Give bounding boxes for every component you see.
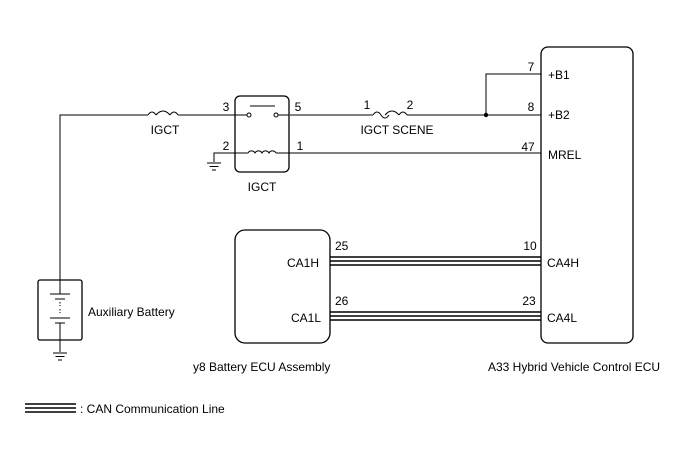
battery-ecu-label: y8 Battery ECU Assembly bbox=[193, 360, 330, 374]
igct-scene-fuse bbox=[290, 110, 408, 119]
ecu-pin-b1-number: 7 bbox=[528, 60, 535, 74]
igct-relay-label: IGCT bbox=[248, 180, 277, 194]
hybrid-vehicle-control-ecu-box bbox=[540, 46, 634, 344]
battery-ecu-pin-ca1h-number: 25 bbox=[335, 239, 349, 253]
ecu-pin-b2-number: 8 bbox=[528, 100, 535, 114]
ecu-label: A33 Hybrid Vehicle Control ECU bbox=[488, 360, 660, 374]
igct-scene-fuse-label: IGCT SCENE bbox=[360, 123, 433, 137]
ecu-pin-ca4l-name: CA4L bbox=[547, 311, 577, 325]
b1-b2-feed-wire bbox=[407, 73, 541, 118]
battery-ecu-pin-ca1l-number: 26 bbox=[335, 294, 349, 308]
igct-relay-box bbox=[234, 95, 290, 173]
auxiliary-battery-label: Auxiliary Battery bbox=[88, 305, 175, 319]
ecu-pin-ca4l-number: 23 bbox=[522, 294, 536, 308]
ecu-pin-b1-name: +B1 bbox=[548, 68, 570, 82]
legend-can-line-swatch bbox=[25, 403, 76, 413]
auxiliary-battery-cells bbox=[50, 280, 70, 340]
ecu-pin-mrel-number: 47 bbox=[521, 140, 535, 154]
ecu-pin-b2-name: +B2 bbox=[548, 108, 570, 122]
battery-ecu-assembly-box bbox=[234, 229, 331, 344]
ecu-pin-ca4h-name: CA4H bbox=[547, 256, 579, 270]
legend-can-line-label: : CAN Communication Line bbox=[80, 402, 225, 416]
battery-ecu-pin-ca1h-name: CA1H bbox=[287, 256, 319, 270]
igct-scene-fuse-pin-in: 1 bbox=[364, 98, 371, 112]
relay-ground-symbol bbox=[207, 152, 235, 171]
igct-relay-pin-1: 1 bbox=[297, 139, 304, 153]
ecu-pin-ca4h-number: 10 bbox=[523, 239, 537, 253]
ecu-pin-mrel-name: MREL bbox=[548, 148, 582, 162]
igct-relay-pin-5: 5 bbox=[295, 100, 302, 114]
igct-relay-pin-2: 2 bbox=[223, 139, 230, 153]
can-high-line bbox=[330, 256, 541, 266]
can-low-line bbox=[330, 311, 541, 321]
igct-scene-fuse-pin-out: 2 bbox=[407, 98, 414, 112]
igct-fuse bbox=[59, 110, 235, 280]
igct-relay-pin-3: 3 bbox=[223, 100, 230, 114]
battery-ecu-pin-ca1l-name: CA1L bbox=[291, 311, 321, 325]
igct-relay-coil bbox=[235, 150, 289, 155]
battery-ground-symbol bbox=[53, 340, 67, 361]
igct-relay-switch-contact bbox=[235, 105, 289, 118]
igct-fuse-label: IGCT bbox=[151, 123, 180, 137]
